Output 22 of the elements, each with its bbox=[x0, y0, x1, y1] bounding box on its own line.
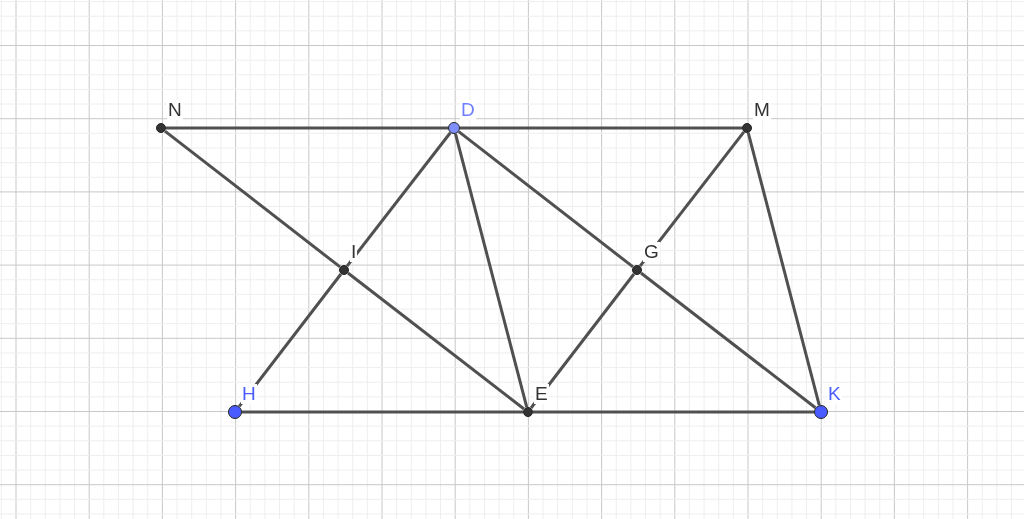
line-segment bbox=[164, 129, 341, 269]
line-segment bbox=[640, 271, 817, 409]
point-label: E bbox=[534, 384, 549, 404]
line-segment bbox=[460, 126, 742, 130]
point-label: N bbox=[167, 100, 183, 120]
line-segment bbox=[457, 130, 634, 269]
line-segment bbox=[529, 273, 636, 409]
point-label: K bbox=[827, 384, 842, 404]
line-segment bbox=[166, 126, 448, 130]
point-label: G bbox=[643, 242, 660, 262]
point-label: H bbox=[241, 384, 257, 404]
line-segment bbox=[347, 271, 525, 411]
point-label: M bbox=[753, 100, 771, 120]
line-segment bbox=[242, 410, 523, 414]
point-label: D bbox=[460, 100, 476, 120]
line-segment bbox=[638, 131, 746, 267]
line-segment bbox=[746, 132, 821, 406]
line-segment bbox=[345, 131, 452, 267]
point-label: I bbox=[350, 242, 358, 262]
line-segment bbox=[238, 273, 343, 408]
line-segment bbox=[533, 410, 814, 414]
line-segment bbox=[454, 133, 529, 408]
